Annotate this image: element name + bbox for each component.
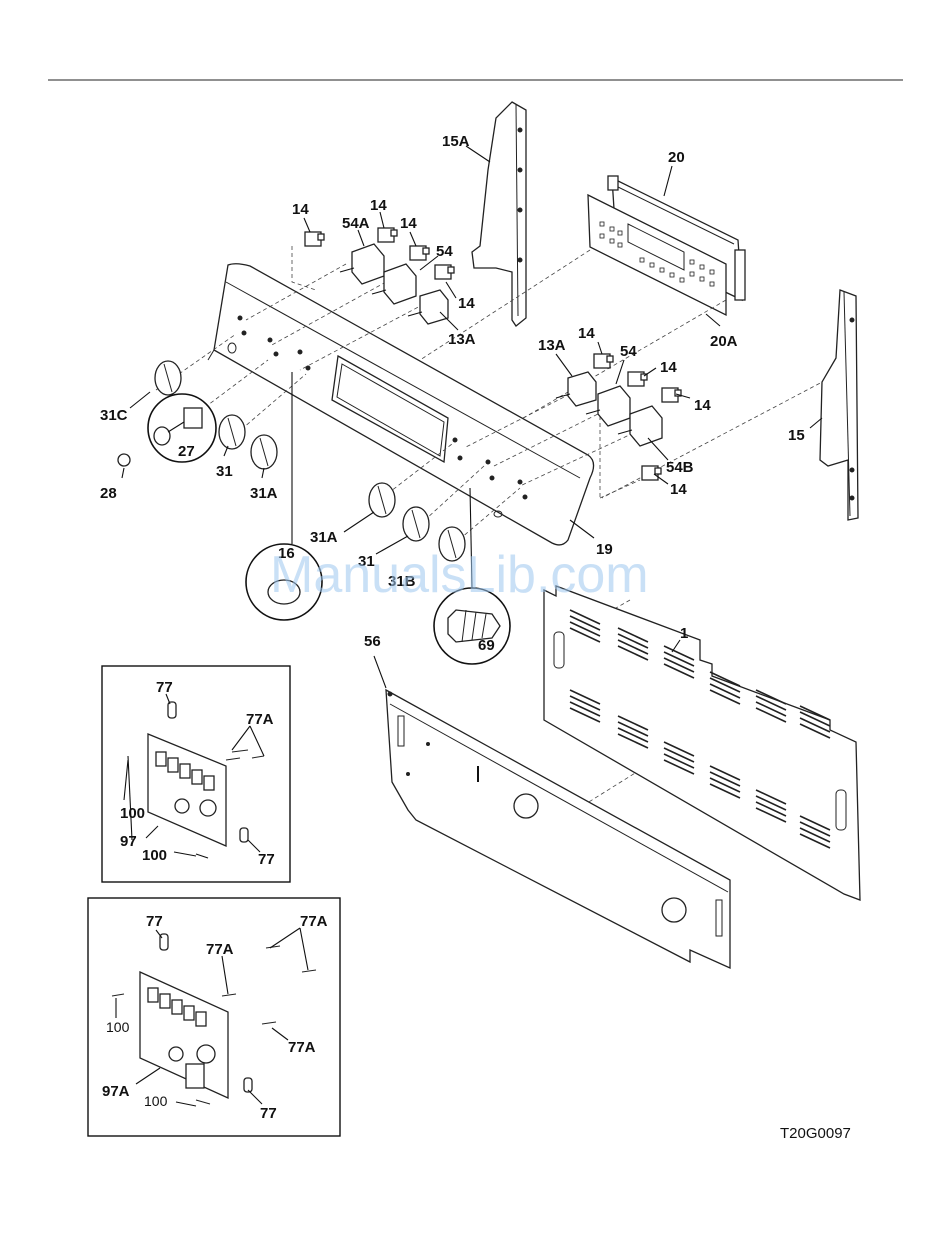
label-14-b: 14 — [370, 197, 387, 214]
label-77A-box2-c: 77A — [288, 1039, 316, 1056]
label-77A-box2-a: 77A — [206, 941, 234, 958]
knob-31A-left — [251, 435, 277, 469]
label-13A-upper: 13A — [448, 331, 476, 348]
side-bracket-15A — [472, 102, 526, 326]
label-28: 28 — [100, 485, 117, 502]
label-77-box1-bottom: 77 — [258, 851, 275, 868]
label-15A: 15A — [442, 133, 470, 150]
label-14-c: 14 — [400, 215, 417, 232]
infinite-switch-54A — [340, 244, 384, 284]
label-1: 1 — [680, 625, 688, 642]
relay-board-97 — [128, 702, 264, 858]
label-31C: 31C — [100, 407, 128, 424]
diagram-code: T20G0097 — [780, 1125, 851, 1142]
label-31A-right: 31A — [310, 529, 338, 546]
label-54A: 54A — [342, 215, 370, 232]
watermark: ManualsLib.com — [270, 546, 649, 604]
label-14-d: 14 — [458, 295, 475, 312]
switch-14-c — [410, 246, 429, 260]
control-panel-19 — [208, 264, 594, 545]
knob-31A-right — [369, 483, 395, 517]
label-100-box2-bottom: 100 — [144, 1093, 168, 1109]
label-27: 27 — [178, 443, 195, 460]
label-77-box1-top: 77 — [156, 679, 173, 696]
label-14-h: 14 — [670, 481, 687, 498]
switch-14-h — [642, 466, 661, 480]
label-100-box1-bottom: 100 — [142, 847, 167, 864]
label-15: 15 — [788, 427, 805, 444]
label-77-box2-bottom: 77 — [260, 1105, 277, 1122]
switch-14-d — [435, 265, 454, 279]
switch-14-e — [594, 354, 613, 368]
knob-31C — [155, 361, 181, 395]
knob-31-right — [403, 507, 429, 541]
label-100-box1-left: 100 — [120, 805, 145, 822]
label-13A-lower: 13A — [538, 337, 566, 354]
label-54B: 54B — [666, 459, 694, 476]
label-77A-box2-b: 77A — [300, 913, 328, 930]
label-14-g: 14 — [694, 397, 711, 414]
label-56: 56 — [364, 633, 381, 650]
side-bracket-15 — [820, 290, 858, 520]
label-77A-box1: 77A — [246, 711, 274, 728]
label-31A-left: 31A — [250, 485, 278, 502]
switch-14-b — [378, 228, 397, 242]
knob-31-left — [219, 415, 245, 449]
label-20A: 20A — [710, 333, 738, 350]
switch-13A-lower — [556, 372, 596, 406]
label-69: 69 — [478, 637, 495, 654]
relay-board-97A — [112, 934, 316, 1104]
label-54: 54 — [436, 243, 453, 260]
label-97A: 97A — [102, 1083, 130, 1100]
switch-14-a — [305, 232, 324, 246]
label-97: 97 — [120, 833, 137, 850]
label-14-a: 14 — [292, 201, 309, 218]
label-100-box2-left: 100 — [106, 1019, 130, 1035]
switch-14-f — [628, 372, 647, 386]
label-54-right: 54 — [620, 343, 637, 360]
ignitor-cap-28 — [118, 454, 130, 466]
label-14-e: 14 — [578, 325, 595, 342]
label-14-f: 14 — [660, 359, 677, 376]
label-20: 20 — [668, 149, 685, 166]
label-77-box2-top: 77 — [146, 913, 163, 930]
label-31-left: 31 — [216, 463, 233, 480]
